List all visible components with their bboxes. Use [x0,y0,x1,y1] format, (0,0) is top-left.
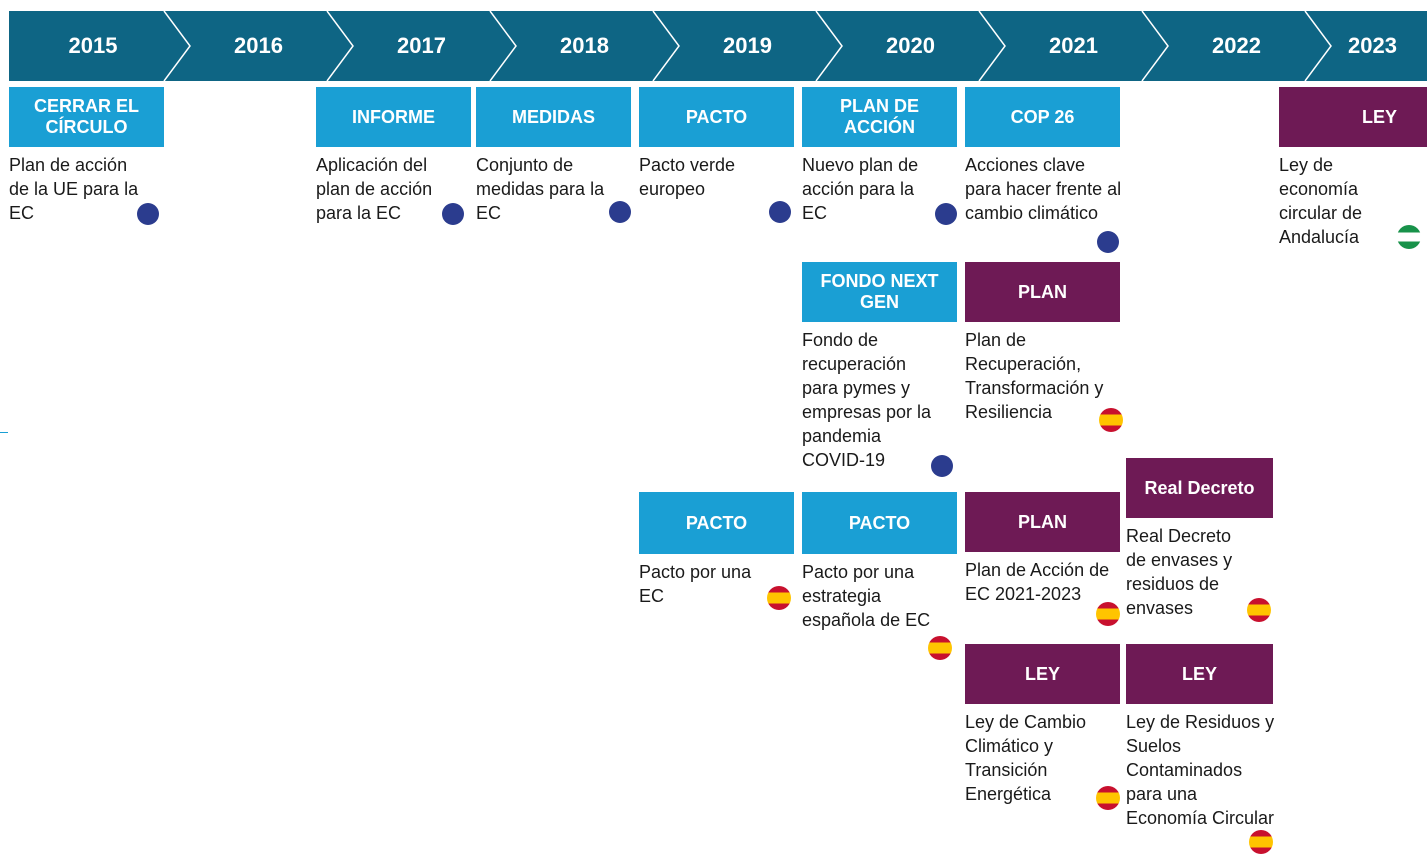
year-label-2017: 2017 [397,33,446,58]
milestone-card: PACTO Pacto verde europeo [639,87,794,201]
milestone-card: LEY Ley de economía circular de Andalucí… [1279,87,1427,249]
milestone-description: Conjunto de medidas para la EC [476,155,605,223]
milestone-header: PACTO [639,87,794,147]
spain-flag-icon [1099,408,1123,432]
milestone-card: PACTO Pacto por una estrategia española … [802,492,957,632]
milestone-description: Nuevo plan de acción para la EC [802,155,919,223]
milestone-card: LEY Ley de Residuos y Suelos Contaminado… [1126,644,1282,830]
milestone-description: Pacto por una EC [639,562,752,606]
milestone-header: PACTO [802,492,957,554]
year-label-2018: 2018 [560,33,609,58]
milestone-description: Ley de Residuos y Suelos Contaminados pa… [1126,712,1275,828]
milestone-header: MEDIDAS [476,87,631,147]
milestone-header: INFORME [316,87,471,147]
milestone-card: PLAN DE ACCIÓN Nuevo plan de acción para… [802,87,957,225]
milestone-header: COP 26 [965,87,1120,147]
milestone-header: PLAN [965,262,1120,322]
milestone-description: Pacto por una estrategia española de EC [802,562,931,630]
milestone-header: CERRAR EL CÍRCULO [9,87,164,147]
milestone-card: Real Decreto Real Decreto de envases y r… [1126,458,1273,620]
milestone-card: FONDO NEXT GEN Fondo de recuperación par… [802,262,957,472]
milestone-card: PACTO Pacto por una EC [639,492,794,608]
spain-flag-icon [928,636,952,660]
milestone-description: Ley de Cambio Climático y Transición Ene… [965,712,1087,804]
milestone-description: Pacto verde europeo [639,155,736,199]
year-label-2015: 2015 [68,33,118,58]
eu-flag-icon [769,201,791,223]
milestone-header: LEY [1126,644,1273,704]
milestone-header: PLAN [965,492,1120,552]
milestone-card: COP 26 Acciones clave para hacer frente … [965,87,1123,225]
milestone-description: Aplicación del plan de acción para la EC [316,155,433,223]
margin-tick [0,432,8,433]
year-label-2021: 2021 [1049,33,1098,58]
eu-flag-icon [137,203,159,225]
eu-flag-icon [931,455,953,477]
milestone-header: LEY [1279,87,1427,147]
eu-flag-icon [609,201,631,223]
milestone-card: PLAN Plan de Recuperación, Transformació… [965,262,1123,424]
eu-flag-icon [1097,231,1119,253]
milestone-card: LEY Ley de Cambio Climático y Transición… [965,644,1120,806]
spain-flag-icon [767,586,791,610]
year-label-2020: 2020 [886,33,935,58]
year-label-2016: 2016 [234,33,283,58]
milestone-header: LEY [965,644,1120,704]
milestone-description: Real Decreto de envases y residuos de en… [1126,526,1233,618]
milestone-description: Plan de acción de la UE para la EC [9,155,139,223]
milestone-description: Acciones clave para hacer frente al camb… [965,155,1122,223]
year-label-2023: 2023 [1348,33,1397,58]
year-timeline-bar: 2015 2016 2017 2018 2019 2020 2021 2022 … [9,11,1427,81]
year-bar-background [9,11,1427,81]
milestone-header: Real Decreto [1126,458,1273,518]
milestone-card: INFORME Aplicación del plan de acción pa… [316,87,471,225]
milestone-header: FONDO NEXT GEN [802,262,957,322]
spain-flag-icon [1249,830,1273,854]
milestone-description: Ley de economía circular de Andalucía [1279,155,1363,247]
milestone-card: MEDIDAS Conjunto de medidas para la EC [476,87,631,225]
milestone-description: Fondo de recuperación para pymes y empre… [802,330,932,470]
andalucia-flag-icon [1397,225,1421,249]
eu-flag-icon [935,203,957,225]
milestone-card: CERRAR EL CÍRCULO Plan de acción de la U… [9,87,164,225]
milestone-header: PACTO [639,492,794,554]
year-label-2019: 2019 [723,33,772,58]
eu-flag-icon [442,203,464,225]
milestone-description: Plan de Acción de EC 2021-2023 [965,560,1110,604]
year-label-2022: 2022 [1212,33,1261,58]
milestone-description: Plan de Recuperación, Transformación y R… [965,330,1104,422]
spain-flag-icon [1096,786,1120,810]
spain-flag-icon [1096,602,1120,626]
milestone-header: PLAN DE ACCIÓN [802,87,957,147]
spain-flag-icon [1247,598,1271,622]
milestone-card: PLAN Plan de Acción de EC 2021-2023 [965,492,1120,606]
